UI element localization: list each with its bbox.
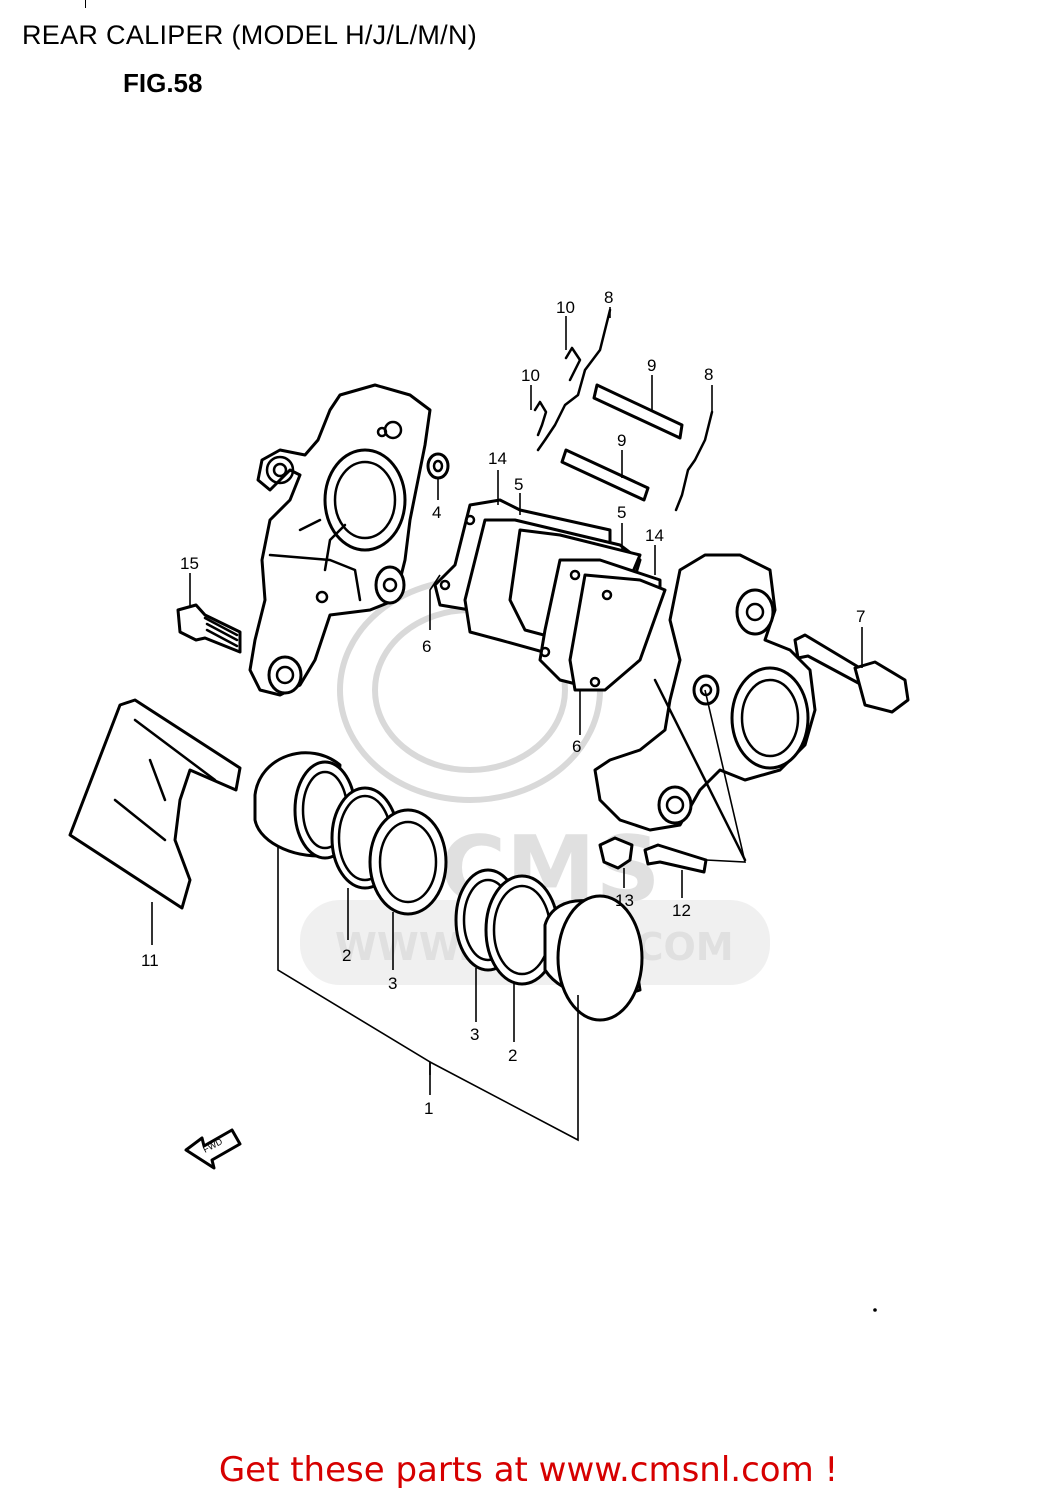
leader-lines bbox=[151, 307, 863, 1142]
figure-number: FIG.58 bbox=[123, 68, 203, 98]
part-2-seal-lower bbox=[484, 874, 560, 986]
callout-11: 11 bbox=[141, 951, 159, 970]
part-11-pad-spring bbox=[68, 698, 242, 910]
part-8-pad-springs bbox=[536, 308, 714, 512]
callout-3-upper: 3 bbox=[388, 974, 397, 993]
callout-8-top: 8 bbox=[604, 288, 613, 307]
part-3-seal-upper bbox=[368, 808, 448, 916]
fwd-arrow-icon: FWD bbox=[184, 1128, 242, 1170]
callout-13: 13 bbox=[615, 891, 634, 910]
callout-10-top: 10 bbox=[556, 298, 575, 317]
part-10-clips bbox=[533, 346, 582, 437]
part-7-bolt bbox=[793, 633, 910, 714]
callout-2-lower: 2 bbox=[508, 1046, 517, 1065]
callout-14-left: 14 bbox=[488, 449, 507, 468]
callout-3-lower: 3 bbox=[470, 1025, 479, 1044]
callout-6-left: 6 bbox=[422, 637, 431, 656]
brake-pads-and-shims bbox=[433, 498, 667, 692]
scan-speck bbox=[873, 1308, 877, 1312]
callout-7: 7 bbox=[856, 607, 865, 626]
piston-lower bbox=[543, 894, 644, 1022]
callout-6-right: 6 bbox=[572, 737, 581, 756]
callout-4: 4 bbox=[432, 503, 441, 522]
exploded-parts-diagram: CMS WWW.CMSNL.COM bbox=[68, 288, 910, 1312]
callout-9-top: 9 bbox=[647, 356, 656, 375]
caliper-inner-half bbox=[248, 383, 432, 697]
callout-1: 1 bbox=[424, 1099, 433, 1118]
callout-8-right: 8 bbox=[704, 365, 713, 384]
top-edge-mark bbox=[85, 0, 86, 8]
part-13-bleeder-cap bbox=[598, 836, 634, 870]
callout-2-upper: 2 bbox=[342, 946, 351, 965]
part-4-washer bbox=[426, 452, 450, 480]
callout-9-mid: 9 bbox=[617, 431, 626, 450]
callout-5-right: 5 bbox=[617, 503, 626, 522]
callout-14-right: 14 bbox=[645, 526, 664, 545]
promo-link[interactable]: Get these parts at www.cmsnl.com ! bbox=[218, 1450, 839, 1490]
callout-labels: 1 2 2 3 3 4 5 5 6 6 7 8 8 9 9 10 10 11 1… bbox=[141, 288, 865, 1118]
callout-5-left: 5 bbox=[514, 475, 523, 494]
callout-10-left: 10 bbox=[521, 366, 540, 385]
part-9-pad-pins bbox=[560, 383, 684, 502]
callout-15: 15 bbox=[180, 554, 199, 573]
part-15-bolt bbox=[176, 603, 242, 654]
page-title: REAR CALIPER (MODEL H/J/L/M/N) bbox=[22, 20, 478, 50]
part-12-bleeder-screw bbox=[643, 843, 708, 874]
callout-12: 12 bbox=[672, 901, 691, 920]
